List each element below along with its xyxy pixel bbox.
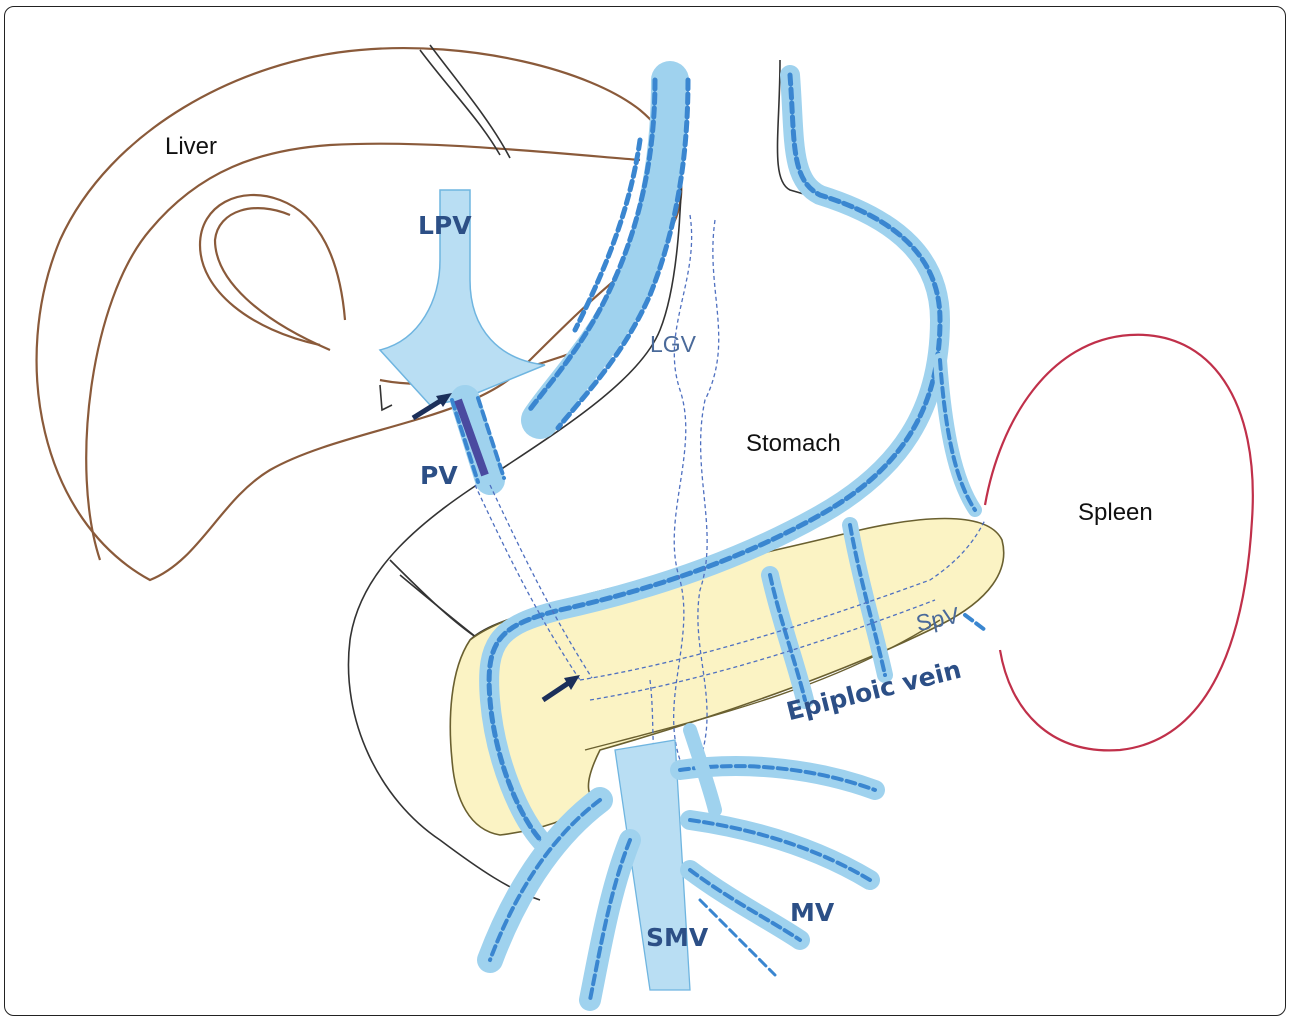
label-mv: MV [790, 900, 834, 925]
label-smv: SMV [646, 925, 708, 950]
mesenteric-veins [680, 730, 875, 975]
label-stomach: Stomach [746, 432, 841, 456]
label-lgv: LGV [650, 333, 696, 356]
gastric-varices-left [528, 80, 688, 428]
spleen-outline [985, 335, 1253, 751]
ligament-lines [420, 45, 510, 158]
label-liver: Liver [165, 135, 217, 159]
label-lpv: LPV [418, 213, 472, 238]
label-pv: PV [420, 463, 458, 488]
label-spleen: Spleen [1078, 501, 1153, 525]
